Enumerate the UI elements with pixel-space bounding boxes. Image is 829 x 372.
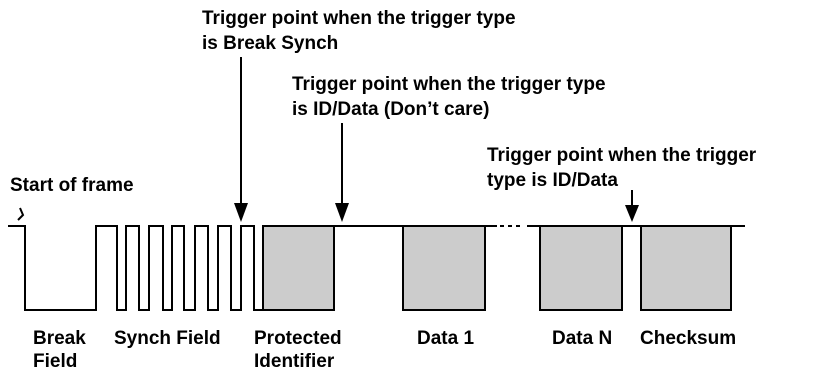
arrow-id-data [625, 190, 639, 222]
label-checksum: Checksum [640, 328, 736, 349]
protected-identifier-box [262, 225, 335, 311]
label-protected-line1: Protected [254, 328, 342, 349]
annotation-id-data-dont-care-line2: is ID/Data (Don’t care) [292, 99, 489, 120]
annotation-start-of-frame: Start of frame [10, 175, 134, 196]
arrow-break-synch [234, 57, 248, 222]
arrow-id-data-dont-care [335, 123, 349, 222]
label-break-line1: Break [33, 328, 86, 349]
annotation-id-data-line2: type is ID/Data [487, 170, 618, 191]
label-dataN: Data N [552, 328, 612, 349]
label-protected-line2: Identifier [254, 351, 335, 372]
label-break-line2: Field [33, 351, 77, 372]
annotation-break-synch-line2: is Break Synch [202, 33, 338, 54]
annotation-break-synch-line1: Trigger point when the trigger type [202, 8, 516, 29]
label-data1: Data 1 [417, 328, 474, 349]
annotation-id-data-dont-care-line1: Trigger point when the trigger type [292, 74, 606, 95]
start-of-frame-tick [17, 207, 25, 221]
checksum-box [640, 225, 732, 311]
dataN-box [539, 225, 623, 311]
data1-box [402, 225, 486, 311]
waveform-break-synch [8, 225, 264, 311]
annotation-id-data-line1: Trigger point when the trigger [487, 145, 757, 166]
label-synch-field: Synch Field [114, 328, 221, 349]
